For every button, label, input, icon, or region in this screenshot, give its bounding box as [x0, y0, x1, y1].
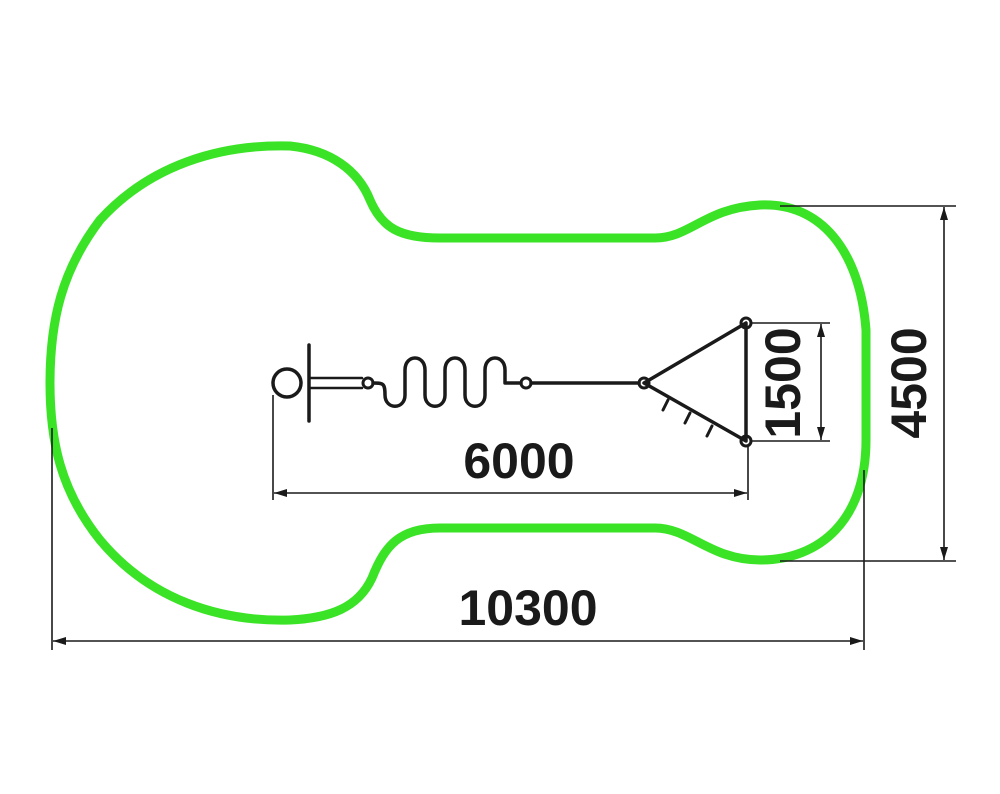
serpentine-element	[371, 356, 523, 408]
tick-3	[705, 424, 714, 438]
tick-2	[683, 411, 692, 425]
overall-width-dimension: 4500	[780, 205, 956, 562]
joint-3	[637, 376, 651, 390]
triangle-corner-bottom	[739, 434, 753, 448]
overall-width-label: 4500	[881, 327, 937, 438]
triangle-frame	[642, 321, 748, 443]
tick-1	[661, 398, 670, 412]
left-ring	[271, 367, 303, 399]
play-equipment	[271, 316, 753, 448]
overall-length-label: 10300	[458, 580, 597, 636]
equipment-width-dimension: 1500	[752, 322, 830, 442]
equipment-length-label: 6000	[463, 433, 574, 489]
overall-length-dimension: 10300	[51, 428, 865, 650]
triangle-corner-top	[739, 316, 753, 330]
safety-zone-outline	[45, 141, 871, 625]
equipment-length-dimension: 6000	[272, 395, 749, 500]
equipment-width-label: 1500	[755, 327, 811, 438]
